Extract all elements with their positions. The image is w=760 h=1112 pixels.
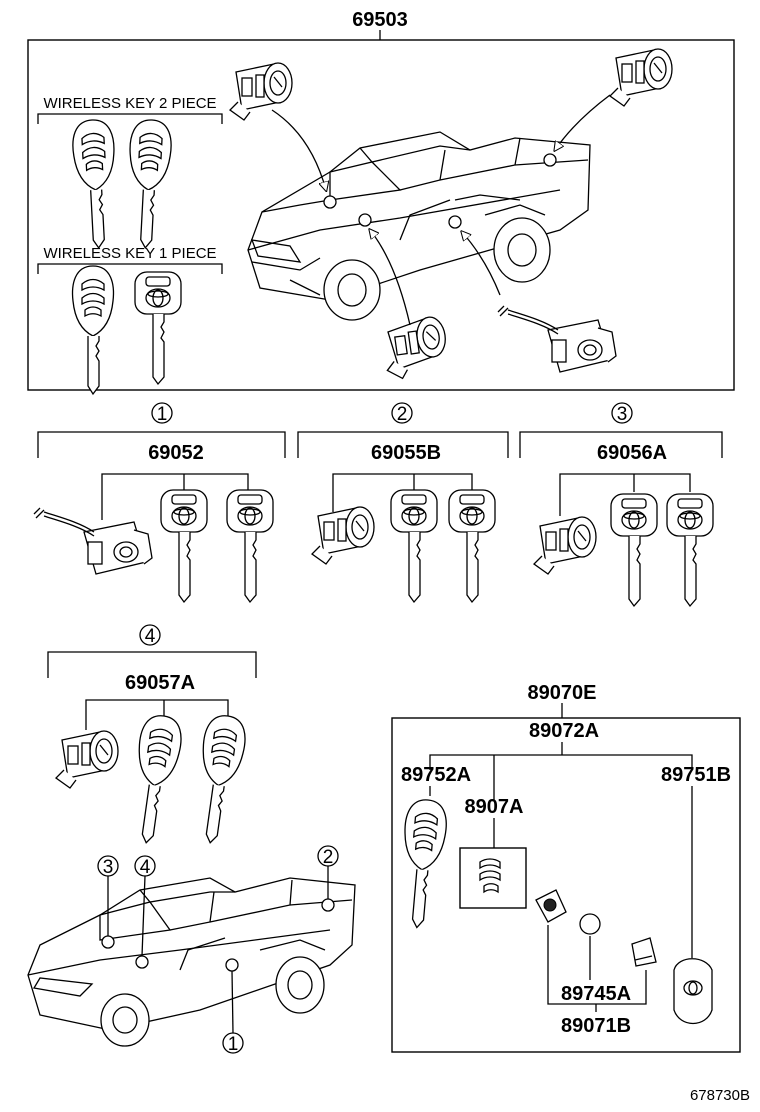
wireless-key-1-piece-label: WIRELESS KEY 1 PIECE bbox=[43, 245, 216, 262]
leader-line bbox=[231, 970, 234, 1034]
lock-cylinder-icon bbox=[533, 516, 597, 575]
pickup-truck-illustration bbox=[247, 131, 591, 321]
transmitter-assembly-part-number: 89070E bbox=[528, 682, 597, 704]
fob-part-number: 89751B bbox=[661, 764, 731, 786]
bracket bbox=[297, 431, 509, 458]
lock-cylinder-icon bbox=[311, 506, 375, 565]
arrow bbox=[370, 230, 411, 326]
catalog-number: 678730B bbox=[690, 1087, 750, 1104]
case-icon bbox=[631, 937, 657, 967]
bracket bbox=[47, 651, 257, 678]
ignition-cylinder-icon bbox=[33, 507, 153, 575]
main-assembly-part-number: 69503 bbox=[352, 9, 408, 31]
wireless-key-icon bbox=[395, 797, 450, 930]
case-part-number: 89071B bbox=[561, 1015, 631, 1037]
bracket bbox=[37, 263, 223, 274]
group-index: 3 bbox=[617, 404, 628, 425]
door-lock-cylinder-icon bbox=[380, 314, 451, 382]
lock-cylinder-icon bbox=[55, 730, 119, 789]
callout-circle bbox=[151, 402, 173, 424]
leader-line bbox=[429, 742, 693, 800]
key-icon bbox=[226, 489, 274, 603]
transmitter-frame bbox=[391, 717, 741, 1053]
main-assembly-frame bbox=[27, 39, 735, 391]
ignition-cylinder-icon bbox=[497, 305, 617, 373]
group-index: 4 bbox=[145, 626, 156, 647]
callout-circle bbox=[391, 402, 413, 424]
leader-line bbox=[547, 925, 647, 1005]
wireless-key-2-piece-label: WIRELESS KEY 2 PIECE bbox=[43, 95, 216, 112]
key-icon bbox=[134, 271, 182, 385]
wireless-key-icon bbox=[189, 712, 249, 847]
door-lock-cylinder-icon bbox=[229, 62, 293, 121]
key-icon bbox=[610, 493, 658, 607]
callout-circle bbox=[139, 624, 161, 646]
key-icon bbox=[390, 489, 438, 603]
arrow bbox=[462, 232, 501, 296]
leader-line bbox=[559, 473, 691, 516]
leader-line bbox=[141, 875, 146, 957]
truck-callout: 1 bbox=[228, 1034, 239, 1055]
key-plate-box bbox=[459, 847, 527, 909]
key-icon bbox=[448, 489, 496, 603]
case-icon-detail bbox=[634, 955, 653, 961]
battery-part-number: 89745A bbox=[561, 983, 631, 1005]
key-icon bbox=[666, 493, 714, 607]
bracket bbox=[519, 431, 723, 458]
leader-line bbox=[85, 699, 229, 730]
wireless-key-icon bbox=[70, 118, 120, 250]
callout-circle bbox=[611, 402, 633, 424]
key-icon bbox=[160, 489, 208, 603]
remote-fob-icon bbox=[673, 958, 713, 1025]
key-housing-part-number: 89752A bbox=[401, 764, 471, 786]
tailgate-lock-cylinder-icon bbox=[609, 48, 673, 107]
group-part-number: 69057A bbox=[125, 672, 195, 694]
wireless-key-icon bbox=[124, 118, 174, 250]
truck-callout: 4 bbox=[140, 857, 151, 878]
battery-icon bbox=[579, 913, 601, 935]
group-index: 1 bbox=[157, 404, 168, 425]
wireless-key-icon bbox=[71, 265, 115, 395]
bracket bbox=[37, 431, 286, 458]
transmitter-module-icon bbox=[535, 889, 567, 923]
leader-line bbox=[101, 473, 249, 520]
transmitter-sub-assembly-part-number: 89072A bbox=[529, 720, 599, 742]
truck-callout: 2 bbox=[323, 847, 334, 868]
key-plate-icon bbox=[479, 858, 501, 894]
key-plate-part-number: 8907A bbox=[465, 796, 524, 818]
group-part-number: 69055B bbox=[371, 442, 441, 464]
group-index: 2 bbox=[397, 404, 408, 425]
arrow bbox=[271, 109, 326, 190]
pickup-truck-illustration bbox=[27, 877, 356, 1047]
truck-callout: 3 bbox=[103, 857, 114, 878]
group-part-number: 69052 bbox=[148, 442, 204, 464]
leader-line bbox=[332, 473, 473, 512]
bracket bbox=[37, 113, 223, 124]
arrow bbox=[555, 94, 611, 150]
wireless-key-icon bbox=[125, 712, 185, 847]
group-part-number: 69056A bbox=[597, 442, 667, 464]
